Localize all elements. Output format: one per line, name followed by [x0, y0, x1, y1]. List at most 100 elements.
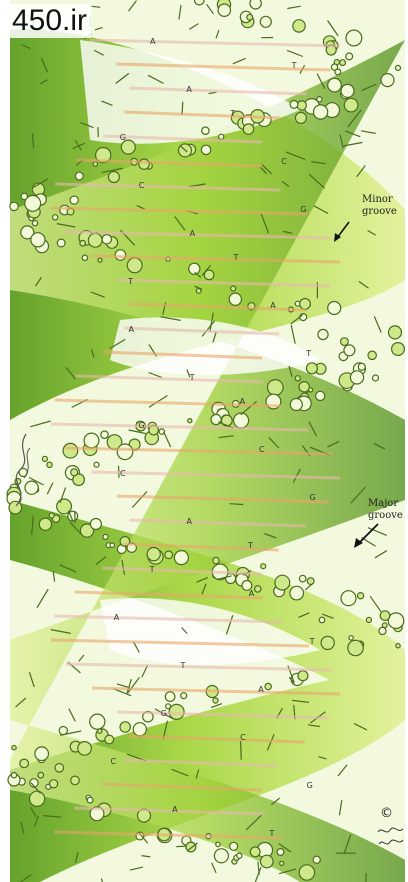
- atom-circle: [181, 693, 187, 699]
- atom-circle: [247, 14, 253, 20]
- atom-circle: [29, 791, 44, 806]
- atom-circle: [108, 172, 119, 183]
- atom-circle: [78, 742, 92, 756]
- base-letter: A: [258, 685, 264, 694]
- base-letter: T: [291, 61, 297, 70]
- atom-circle: [309, 388, 313, 392]
- atom-circle: [340, 60, 346, 66]
- atom-circle: [174, 551, 188, 565]
- atom-circle: [50, 780, 58, 788]
- atom-circle: [358, 363, 365, 370]
- atom-circle: [90, 519, 101, 530]
- atom-circle: [290, 586, 304, 600]
- atom-circle: [103, 534, 108, 539]
- base-letter: T: [309, 637, 315, 646]
- atom-circle: [299, 575, 306, 582]
- atom-circle: [306, 363, 317, 374]
- atom-circle: [25, 196, 41, 212]
- atom-circle: [127, 258, 142, 273]
- atom-circle: [396, 644, 400, 648]
- base-letter: T: [233, 253, 239, 262]
- atom-circle: [388, 613, 404, 629]
- atom-circle: [202, 127, 209, 134]
- atom-circle: [300, 299, 311, 310]
- atom-circle: [341, 338, 349, 346]
- base-letter: T: [149, 565, 155, 574]
- atom-circle: [350, 371, 363, 384]
- atom-circle: [250, 847, 260, 857]
- atom-circle: [101, 431, 108, 438]
- base-letter: T: [247, 541, 253, 550]
- atom-circle: [121, 140, 135, 154]
- atom-circle: [47, 462, 52, 467]
- atom-circle: [321, 636, 334, 649]
- atom-circle: [93, 162, 97, 166]
- atom-circle: [120, 722, 130, 732]
- atom-circle: [32, 221, 37, 226]
- atom-circle: [84, 433, 99, 448]
- atom-circle: [280, 861, 284, 865]
- atom-circle: [12, 746, 16, 750]
- atom-circle: [82, 255, 87, 260]
- atom-circle: [213, 698, 218, 703]
- atom-circle: [42, 456, 47, 461]
- base-letter: A: [150, 37, 156, 46]
- atom-circle: [189, 263, 200, 274]
- atom-circle: [380, 611, 390, 621]
- atom-circle: [290, 101, 298, 109]
- atom-circle: [88, 233, 102, 247]
- atom-circle: [188, 419, 192, 423]
- base-letter: A: [114, 613, 120, 622]
- atom-circle: [318, 329, 328, 339]
- atom-circle: [349, 636, 353, 640]
- atom-circle: [368, 351, 376, 359]
- atom-circle: [117, 444, 133, 460]
- atom-circle: [261, 855, 274, 868]
- atom-circle: [261, 564, 266, 569]
- atom-circle: [298, 671, 308, 681]
- atom-circle: [373, 375, 379, 381]
- atom-circle: [214, 849, 228, 863]
- base-letter: G: [300, 205, 306, 214]
- atom-circle: [98, 258, 102, 262]
- artist-signature: [376, 824, 406, 852]
- base-letter: C: [139, 181, 145, 190]
- atom-circle: [389, 326, 402, 339]
- atom-circle: [313, 856, 320, 863]
- atom-circle: [80, 240, 86, 246]
- atom-circle: [105, 735, 114, 744]
- handwritten-scribble: [6, 430, 40, 510]
- base-letter: A: [240, 397, 246, 406]
- atom-circle: [366, 617, 371, 622]
- atom-circle: [396, 65, 401, 70]
- atom-circle: [300, 314, 307, 321]
- atom-circle: [87, 797, 93, 803]
- atom-circle: [331, 64, 337, 70]
- atom-circle: [250, 0, 261, 9]
- atom-circle: [139, 159, 149, 169]
- atom-circle: [260, 16, 271, 27]
- atom-circle: [159, 429, 164, 434]
- atom-circle: [11, 773, 16, 778]
- base-letter: T: [305, 349, 311, 358]
- atom-circle: [38, 772, 44, 778]
- atom-circle: [297, 101, 306, 110]
- atom-circle: [201, 145, 210, 154]
- base-letter: T: [180, 661, 186, 670]
- atom-circle: [57, 239, 65, 247]
- atom-circle: [379, 627, 386, 634]
- base-letter: A: [186, 85, 192, 94]
- atom-circle: [316, 391, 325, 400]
- base-letter: C: [111, 757, 117, 766]
- atom-circle: [195, 0, 205, 5]
- atom-circle: [314, 105, 328, 119]
- base-letter: A: [187, 517, 193, 526]
- atom-circle: [275, 575, 290, 590]
- base-letter: C: [240, 733, 246, 742]
- atom-circle: [255, 586, 261, 592]
- atom-circle: [299, 865, 314, 880]
- atom-circle: [277, 849, 284, 856]
- atom-circle: [344, 98, 358, 112]
- atom-circle: [49, 513, 54, 518]
- atom-circle: [53, 215, 58, 220]
